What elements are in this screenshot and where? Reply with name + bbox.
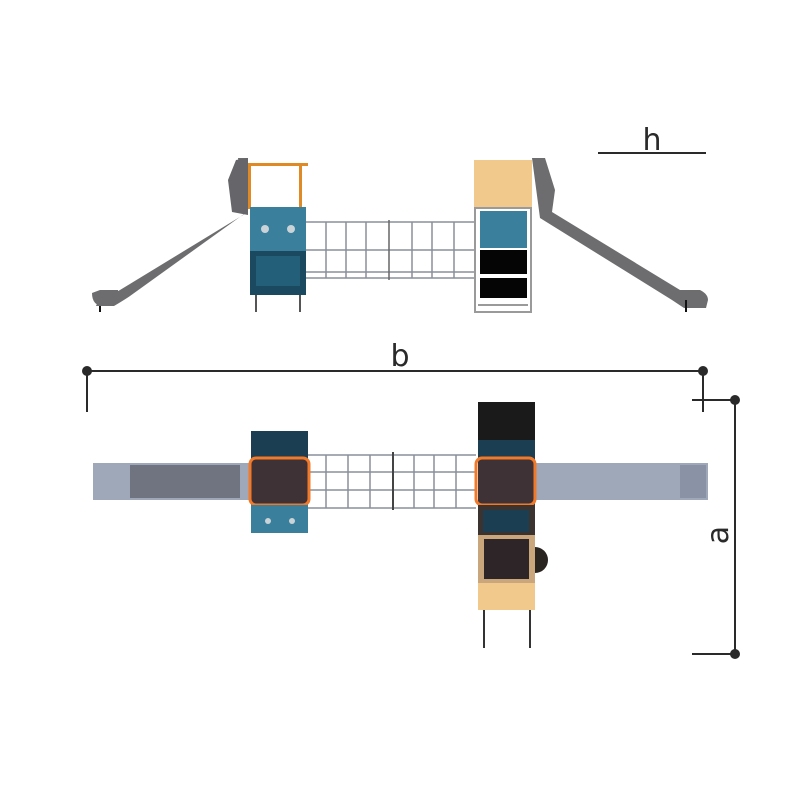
depth-label: a	[701, 526, 736, 544]
net-bridge-top	[308, 452, 476, 510]
net-bridge-side	[306, 220, 476, 280]
plan-view	[93, 402, 708, 648]
width-label: b	[390, 339, 409, 374]
dimension-b	[82, 366, 708, 412]
right-tower-side	[474, 160, 532, 313]
right-slide-side	[532, 158, 708, 312]
right-slide-top	[535, 463, 708, 500]
right-tower-top	[474, 402, 548, 648]
height-label: h	[642, 123, 661, 158]
left-tower-top	[248, 431, 311, 533]
left-slide-top	[93, 463, 250, 500]
left-slide-side	[92, 158, 248, 312]
dimension-a	[692, 395, 740, 659]
left-tower-side	[248, 163, 308, 312]
elevation-view	[92, 158, 708, 313]
